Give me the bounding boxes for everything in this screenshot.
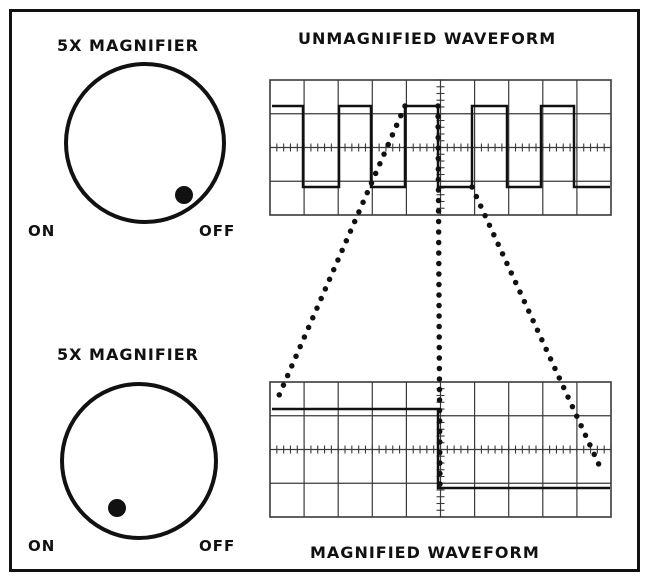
top-knob-off-label: OFF: [199, 222, 236, 240]
diagram-frame: [9, 9, 640, 572]
expansion-line-center: [435, 103, 443, 491]
top-knob-title: 5X MAGNIFIER: [57, 36, 199, 55]
expansion-line-left: [274, 103, 408, 403]
unmagnified-waveform-title: UNMAGNIFIED WAVEFORM: [298, 29, 557, 48]
bottom-knob-off-label: OFF: [199, 537, 236, 555]
top-knob-on-label: ON: [28, 222, 56, 240]
top-knob-dial: [64, 62, 226, 224]
magnified-square-wave: [272, 407, 610, 490]
bottom-knob-dial: [60, 382, 218, 540]
top-knob-indicator-dot: [175, 186, 193, 204]
bottom-knob-indicator-dot: [108, 499, 126, 517]
magnified-waveform-title: MAGNIFIED WAVEFORM: [310, 543, 540, 562]
expansion-line-right: [469, 184, 603, 470]
bottom-knob-on-label: ON: [28, 537, 56, 555]
magnified-graticule: [269, 381, 612, 518]
bottom-knob-title: 5X MAGNIFIER: [57, 345, 199, 364]
